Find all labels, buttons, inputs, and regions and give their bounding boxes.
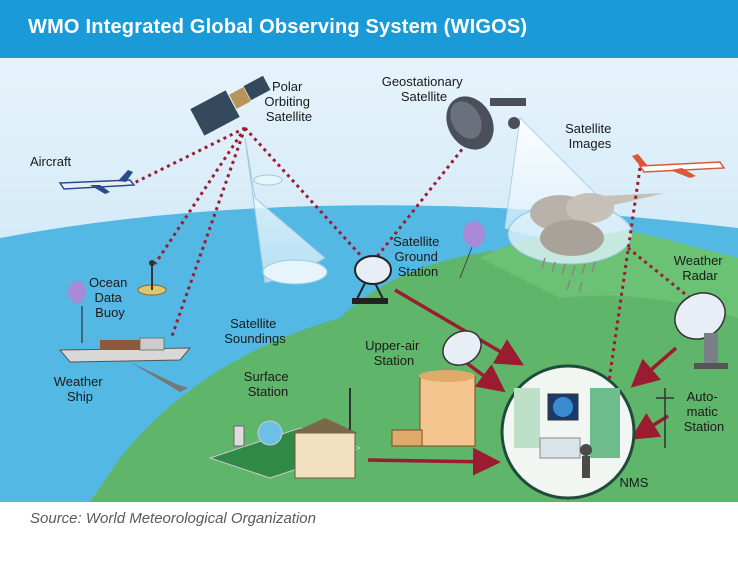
sounding-beam-ellipse — [262, 259, 328, 285]
page-title: WMO Integrated Global Observing System (… — [28, 16, 528, 38]
label-surface-station: Surface Station — [244, 369, 292, 399]
link-polar-buoy — [153, 127, 247, 265]
weather-radar — [674, 292, 728, 369]
storm-cloud — [530, 193, 665, 293]
label-satellite-soundings: Satellite Soundings — [224, 316, 286, 346]
arrow-radar-nms — [630, 346, 678, 388]
label-upper-air-station: Upper-air Station — [365, 338, 423, 368]
label-nms: NMS — [620, 475, 649, 490]
sounding-beam-ellipse-top — [253, 174, 283, 186]
label-aircraft: Aircraft — [30, 154, 72, 169]
weather-ship — [58, 281, 192, 392]
arrow-ground-nms — [394, 288, 525, 366]
data-links — [131, 126, 691, 389]
geostationary-satellite — [446, 96, 526, 150]
link-aircraft-nms — [606, 167, 642, 389]
automatic-station — [656, 388, 674, 448]
label-weather-ship: Weather Ship — [54, 374, 107, 404]
upper-air-balloon — [459, 221, 485, 279]
upper-air-station — [391, 330, 482, 447]
aircraft-right — [632, 154, 726, 178]
label-satellite-images: Satellite Images — [565, 121, 615, 151]
link-polar-ship — [170, 127, 247, 337]
arrow-surface-nms — [367, 447, 501, 476]
arrow-auto-nms — [630, 412, 669, 440]
polar-satellite — [190, 75, 271, 136]
ocean-buoy — [137, 260, 167, 296]
title-bar: WMO Integrated Global Observing System (… — [0, 0, 738, 58]
label-geostationary-satellite: Geostationary Satellite — [382, 74, 467, 104]
nms-center — [500, 364, 636, 500]
label-satellite-ground-station: Satellite Ground Station — [393, 234, 443, 279]
link-polar-aircraft — [131, 126, 246, 186]
diagram-canvas: Polar Orbiting Satellite Geostationary S… — [0, 58, 738, 502]
label-ocean-data-buoy: Ocean Data Buoy — [89, 275, 131, 320]
label-polar-satellite: Polar Orbiting Satellite — [264, 79, 313, 124]
satellite-ground-station — [352, 255, 392, 304]
source-caption: Source: World Meteorological Organizatio… — [30, 510, 316, 527]
label-automatic-station: Auto- matic Station — [684, 389, 724, 434]
label-weather-radar: Weather Radar — [674, 253, 727, 283]
surface-station — [208, 388, 362, 479]
aircraft-left — [58, 170, 136, 194]
